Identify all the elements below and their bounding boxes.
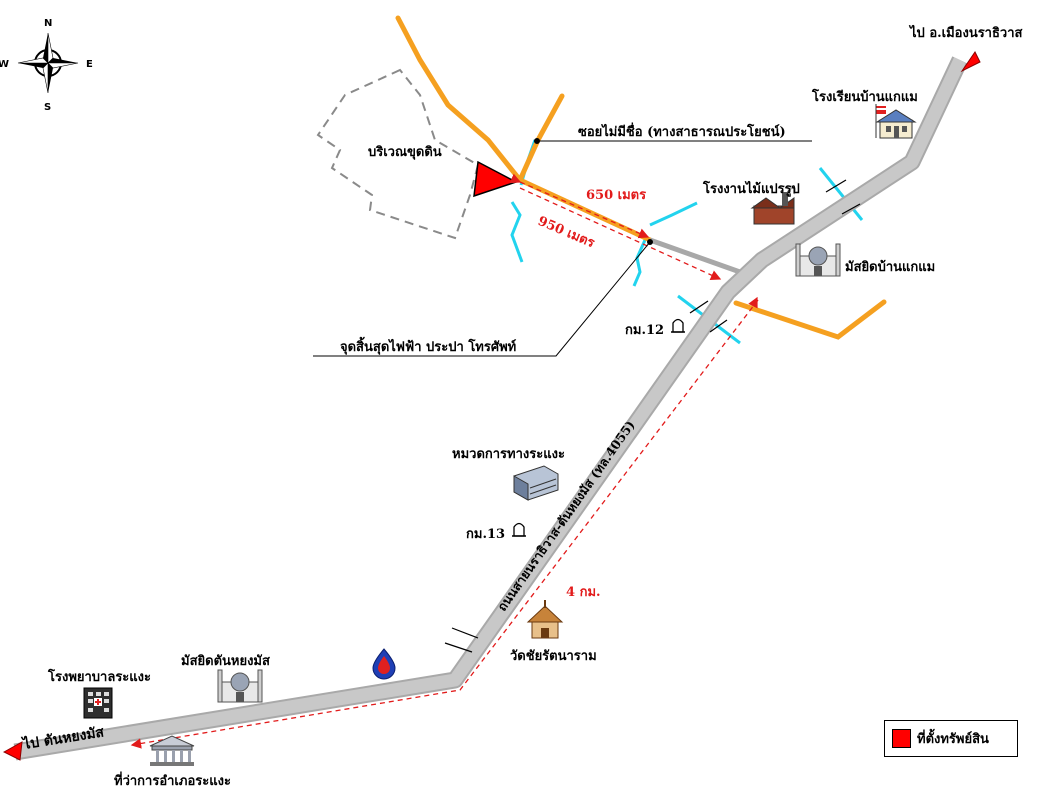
label-utility-end: จุดสิ้นสุดไฟฟ้า ประปา โทรศัพท์ [340, 336, 516, 355]
label-mosque-tanyong: มัสยิดตันหยงมัส [181, 654, 270, 669]
label-district-office: ที่ว่าการอำเภอระแงะ [114, 771, 231, 789]
government-office-icon [149, 735, 195, 766]
label-sawmill: โรงงานไม้แปรรูป [702, 180, 800, 197]
label-dist-950: 950 เมตร [535, 214, 596, 251]
label-to-mueang: ไป อ.เมืองนราธิวาส [908, 24, 1023, 41]
compass-n: N [44, 18, 52, 29]
compass-w: W [0, 59, 9, 70]
arrow-to-tanyong-icon [2, 741, 23, 761]
legend: ที่ตั้งทรัพย์สิน [884, 720, 1018, 757]
label-mosque-kaemae: มัสยิดบ้านแกแม [845, 259, 935, 275]
label-wat: วัดชัยรัตนาราม [510, 649, 597, 664]
label-highway-office: หมวดการทางระแงะ [452, 447, 565, 462]
distance-lines [130, 173, 759, 749]
legend-swatch [892, 729, 911, 748]
compass-rose-icon: N S E W [0, 18, 93, 113]
property-marker [473, 160, 518, 198]
temple-icon [526, 600, 564, 639]
label-dist-4km: 4 กม. [566, 585, 601, 600]
label-km12: กม.12 [625, 323, 664, 338]
gas-station-icon [372, 648, 396, 680]
canals [510, 139, 864, 345]
main-road [13, 56, 968, 761]
secondary-roads [395, 15, 887, 340]
milestone-icon [671, 318, 685, 333]
legend-label: ที่ตั้งทรัพย์สิน [917, 732, 989, 747]
school-icon [875, 104, 917, 139]
compass-s: S [44, 102, 51, 113]
label-hospital: โรงพยาบาลระแงะ [47, 668, 151, 685]
label-land-area: บริเวณขุดดิน [368, 145, 442, 160]
label-school: โรงเรียนบ้านแกแม [811, 88, 918, 105]
office-building-icon [513, 465, 559, 501]
mosque-icon [795, 243, 841, 277]
arrow-to-mueang-icon [960, 51, 981, 73]
bridge-marks [444, 179, 861, 653]
milestone-icon [512, 522, 526, 537]
label-dist-650: 650 เมตร [586, 188, 646, 203]
label-km13: กม.13 [466, 527, 505, 542]
hospital-icon [83, 687, 113, 719]
stub-road [649, 237, 741, 275]
land-boundary [316, 68, 480, 240]
compass-e: E [86, 59, 93, 70]
sawmill-icon [750, 186, 797, 225]
pointer-lines [313, 138, 812, 357]
mosque-icon [217, 669, 263, 703]
label-soi: ซอยไม่มีชื่อ (ทางสาธารณประโยชน์) [578, 122, 786, 140]
